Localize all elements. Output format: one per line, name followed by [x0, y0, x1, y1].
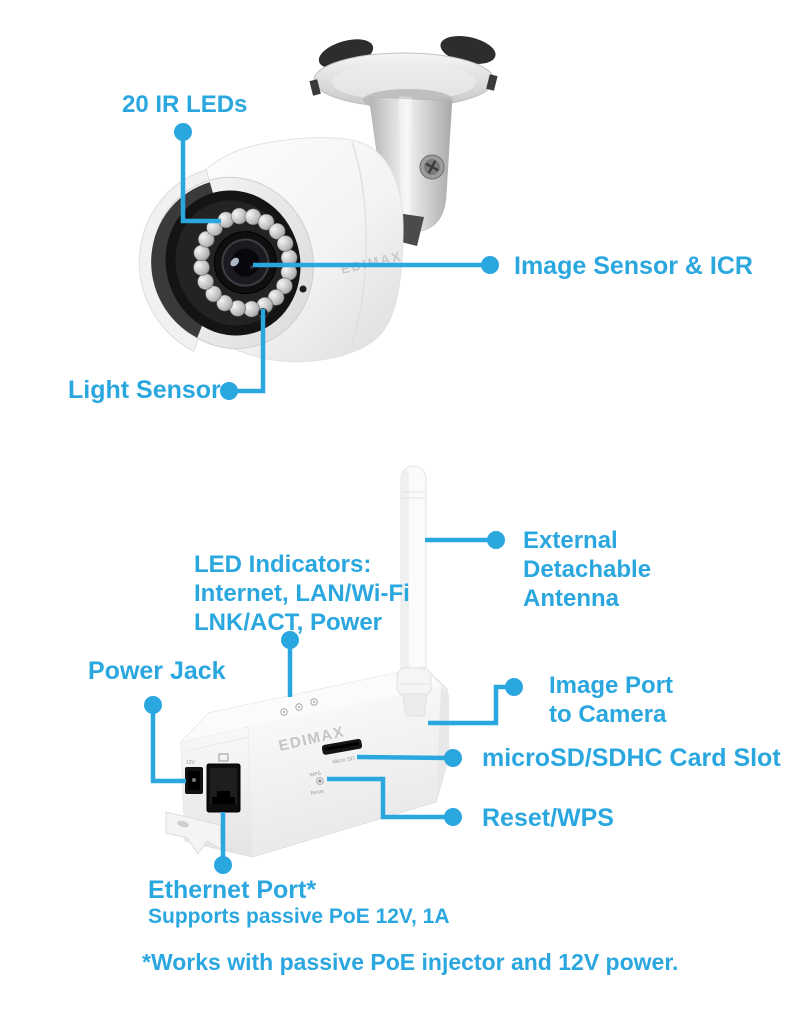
injector-illustration: EDIMAX 12V Micro SD: [165, 465, 450, 858]
wps-reset-button: WPS Reset: [309, 771, 325, 797]
microsd-slot: Micro SD: [321, 738, 363, 766]
ir-led-ring: [193, 207, 298, 318]
mount-plate: [309, 52, 498, 108]
camera-lens: [213, 231, 277, 295]
led-indicators-line1: LED Indicators:: [194, 551, 372, 578]
led-indicator-icons: [280, 698, 318, 716]
camera-hood-shade: [151, 182, 215, 338]
callout-antenna: [425, 531, 505, 549]
led-indicators-line2: Internet, LAN/Wi-Fi: [194, 580, 410, 608]
power-jack-port: 12V: [185, 760, 203, 794]
callout-image-sensor: [253, 256, 499, 274]
power-jack-text: 12V: [186, 760, 196, 766]
mount-stem: [363, 89, 453, 246]
antenna: [400, 465, 427, 682]
footnote: *Works with passive PoE injector and 12V…: [142, 949, 679, 975]
image-port-label: Image Port to Camera: [549, 671, 673, 729]
image-port-line1: Image Port: [549, 672, 674, 699]
callout-image-port: [428, 678, 523, 726]
callouts: [144, 123, 523, 874]
callout-ethernet: [214, 812, 232, 874]
callout-ir-leds: [174, 123, 221, 224]
antenna-hinge: [396, 667, 432, 717]
image-port-line2: to Camera: [549, 701, 667, 729]
antenna-line2: Detachable: [523, 556, 652, 584]
ir-leds-label: 20 IR LEDs: [122, 91, 248, 118]
antenna-label: External Detachable Antenna: [523, 526, 651, 613]
microsd-slot-text: Micro SD: [332, 756, 355, 766]
ethernet-port: [206, 753, 241, 813]
microsd-label: microSD/SDHC Card Slot: [482, 744, 781, 772]
antenna-line1: External: [523, 527, 618, 554]
callout-microsd: [356, 749, 462, 767]
mount-screw: [419, 154, 445, 180]
led-indicators-line3: LNK/ACT, Power: [194, 609, 383, 637]
reset-text: Reset: [310, 788, 325, 796]
camera-illustration: EDIMAX: [138, 36, 498, 363]
antenna-line3: Antenna: [523, 585, 619, 613]
callout-reset-wps: [327, 776, 462, 826]
callout-light-sensor: [220, 309, 266, 400]
callout-led-indicators: [281, 631, 299, 697]
reset-wps-label: Reset/WPS: [482, 804, 614, 832]
ethernet-sublabel: Supports passive PoE 12V, 1A: [148, 905, 450, 928]
callout-power-jack: [144, 696, 186, 784]
led-indicators-label: LED Indicators: Internet, LAN/Wi-Fi LNK/…: [194, 550, 410, 637]
image-sensor-label: Image Sensor & ICR: [514, 252, 753, 280]
injector-box: EDIMAX 12V Micro SD: [165, 666, 450, 858]
light-sensor-label: Light Sensor: [68, 376, 221, 404]
power-jack-label: Power Jack: [88, 657, 226, 685]
face-screw-dot: [299, 285, 307, 293]
ethernet-label: Ethernet Port*: [148, 876, 317, 904]
wps-text: WPS: [309, 771, 322, 779]
